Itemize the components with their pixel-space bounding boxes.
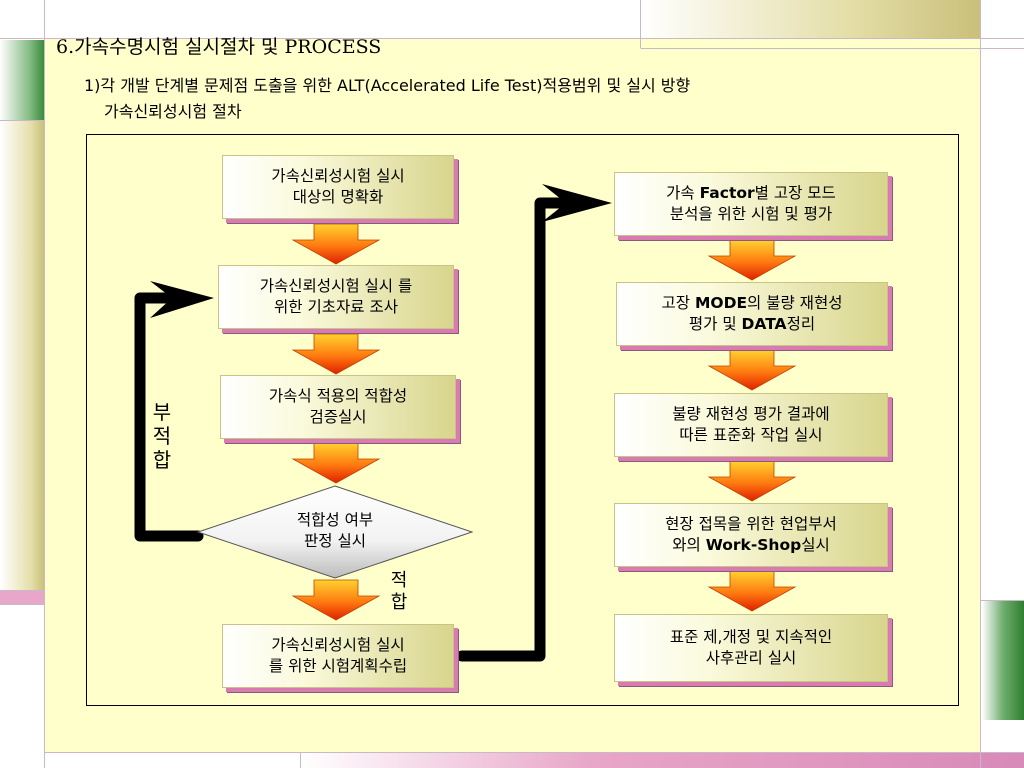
arrow-down-icon <box>708 460 796 502</box>
slide-title: 6.가속수명시험 실시절차 및 PROCESS <box>56 36 382 58</box>
deco-pink-left <box>0 590 44 604</box>
label-fail: 부적합 <box>152 400 172 472</box>
step-work-shop: 현장 접목을 위한 현업부서 와의 Work-Shop실시 <box>614 503 888 567</box>
arrow-right-icon <box>150 281 214 318</box>
step-factor-analysis: 가속 Factor별 고장 모드 분석을 위한 시험 및 평가 <box>614 172 888 236</box>
arrow-down-icon <box>292 223 380 265</box>
deco-green-right-bar <box>982 600 1024 720</box>
arrow-down-icon <box>708 239 796 281</box>
arrow-down-icon <box>292 442 380 484</box>
arrow-down-icon <box>708 349 796 391</box>
slide-subtitle-2: 가속신뢰성시험 절차 <box>104 102 242 121</box>
decision-diamond <box>196 485 474 579</box>
step-mode-reproduction: 고장 MODE의 불량 재현성 평가 및 DATA정리 <box>616 282 888 346</box>
label-pass: 적합 <box>390 570 408 613</box>
arrow-down-icon <box>292 333 380 375</box>
deco-tan-left <box>0 120 44 590</box>
deco-green-left <box>0 40 44 120</box>
deco-tan-top-right <box>640 0 980 38</box>
deco-strip-top-left <box>0 0 44 38</box>
arrow-right-icon <box>542 184 612 222</box>
deco-green-right <box>982 0 1024 40</box>
deco-pink-bottom <box>300 752 1024 768</box>
slide-subtitle: 1)각 개발 단계별 문제점 도출을 위한 ALT(Accelerated Li… <box>84 76 691 95</box>
diagram-frame <box>86 134 959 706</box>
arrow-down-icon <box>708 570 796 612</box>
arrow-down-icon <box>292 579 380 621</box>
